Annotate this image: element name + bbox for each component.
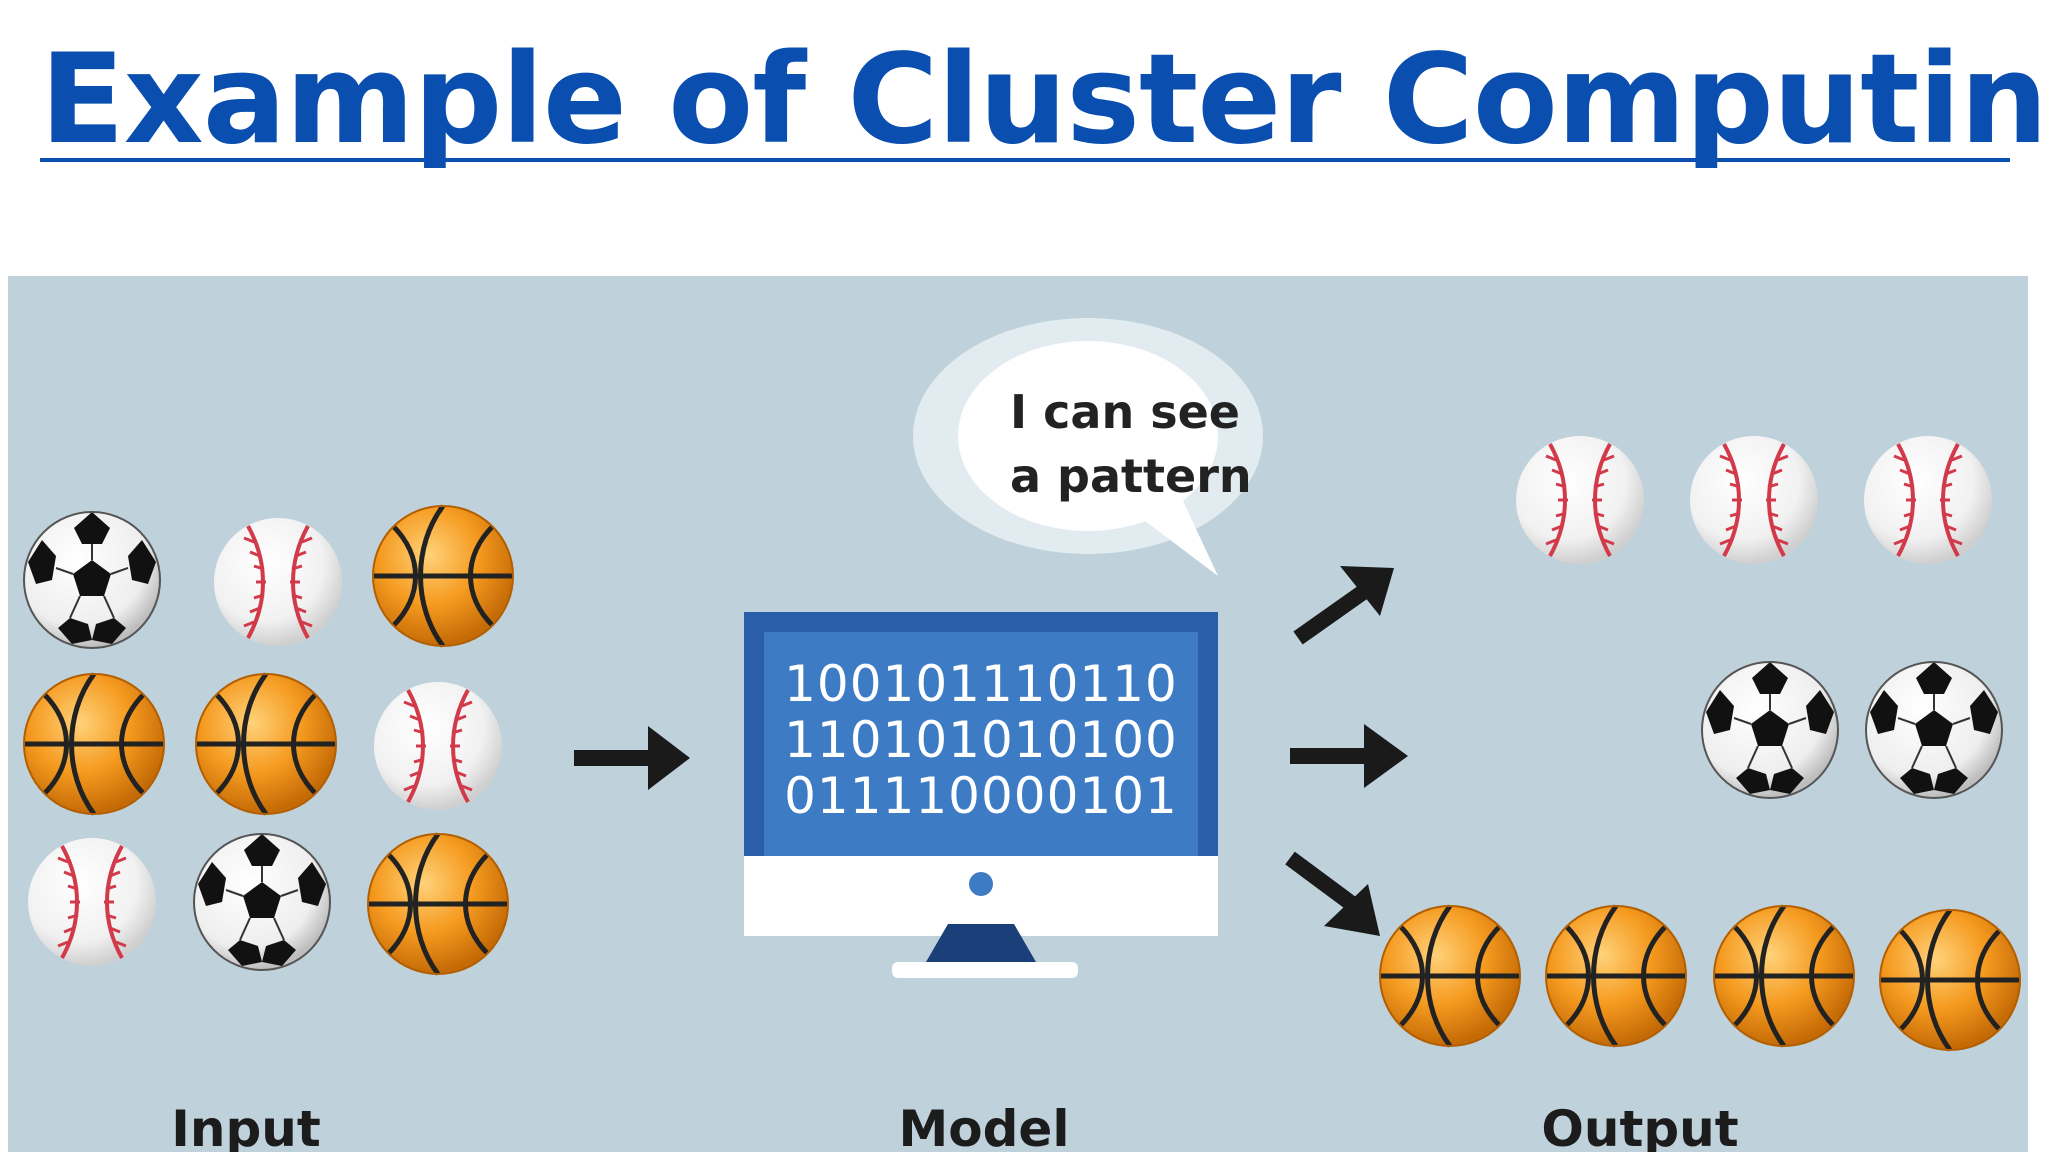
screen-binary-text: 100101110110 110101010100 011110000101 bbox=[764, 656, 1198, 824]
label-input: Input bbox=[171, 1100, 321, 1152]
soccer-ball-icon bbox=[1865, 661, 2003, 799]
arrow-input-to-model bbox=[574, 726, 690, 790]
basketball-icon bbox=[24, 674, 164, 814]
basketball-icon bbox=[1880, 910, 2020, 1050]
label-model: Model bbox=[898, 1100, 1070, 1152]
baseball-icon bbox=[1862, 434, 1994, 566]
baseball-icon bbox=[1688, 434, 1820, 566]
speech-bubble-line-2: a pattern bbox=[1010, 449, 1252, 503]
diagram-panel: I can see a pattern 100101110110 1101010… bbox=[8, 276, 2028, 1152]
page-title: Example of Cluster Computing bbox=[40, 28, 2048, 172]
monitor-icon bbox=[744, 612, 1218, 978]
baseball-icon bbox=[1514, 434, 1646, 566]
binary-line-2: 110101010100 bbox=[784, 711, 1178, 769]
speech-bubble-line-1: I can see bbox=[1010, 385, 1240, 439]
basketball-icon bbox=[368, 834, 508, 974]
basketball-icon bbox=[373, 506, 513, 646]
baseball-icon bbox=[26, 836, 158, 968]
soccer-ball-icon bbox=[1701, 661, 1839, 799]
label-output: Output bbox=[1541, 1100, 1739, 1152]
binary-line-3: 011110000101 bbox=[784, 767, 1178, 825]
arrow-output-top bbox=[1293, 566, 1394, 645]
basketball-icon bbox=[1546, 906, 1686, 1046]
basketball-icon bbox=[1380, 906, 1520, 1046]
soccer-ball-icon bbox=[23, 511, 161, 649]
basketball-icon bbox=[196, 674, 336, 814]
arrow-output-middle bbox=[1290, 724, 1408, 788]
binary-line-1: 100101110110 bbox=[784, 655, 1178, 713]
diagram-graphic bbox=[8, 318, 2028, 1152]
basketball-icon bbox=[1714, 906, 1854, 1046]
arrow-output-bottom bbox=[1285, 851, 1380, 936]
speech-bubble-text: I can see a pattern bbox=[1010, 380, 1252, 508]
baseball-icon bbox=[212, 516, 344, 648]
baseball-icon bbox=[372, 680, 504, 812]
soccer-ball-icon bbox=[193, 833, 331, 971]
title-underline bbox=[40, 158, 2010, 162]
